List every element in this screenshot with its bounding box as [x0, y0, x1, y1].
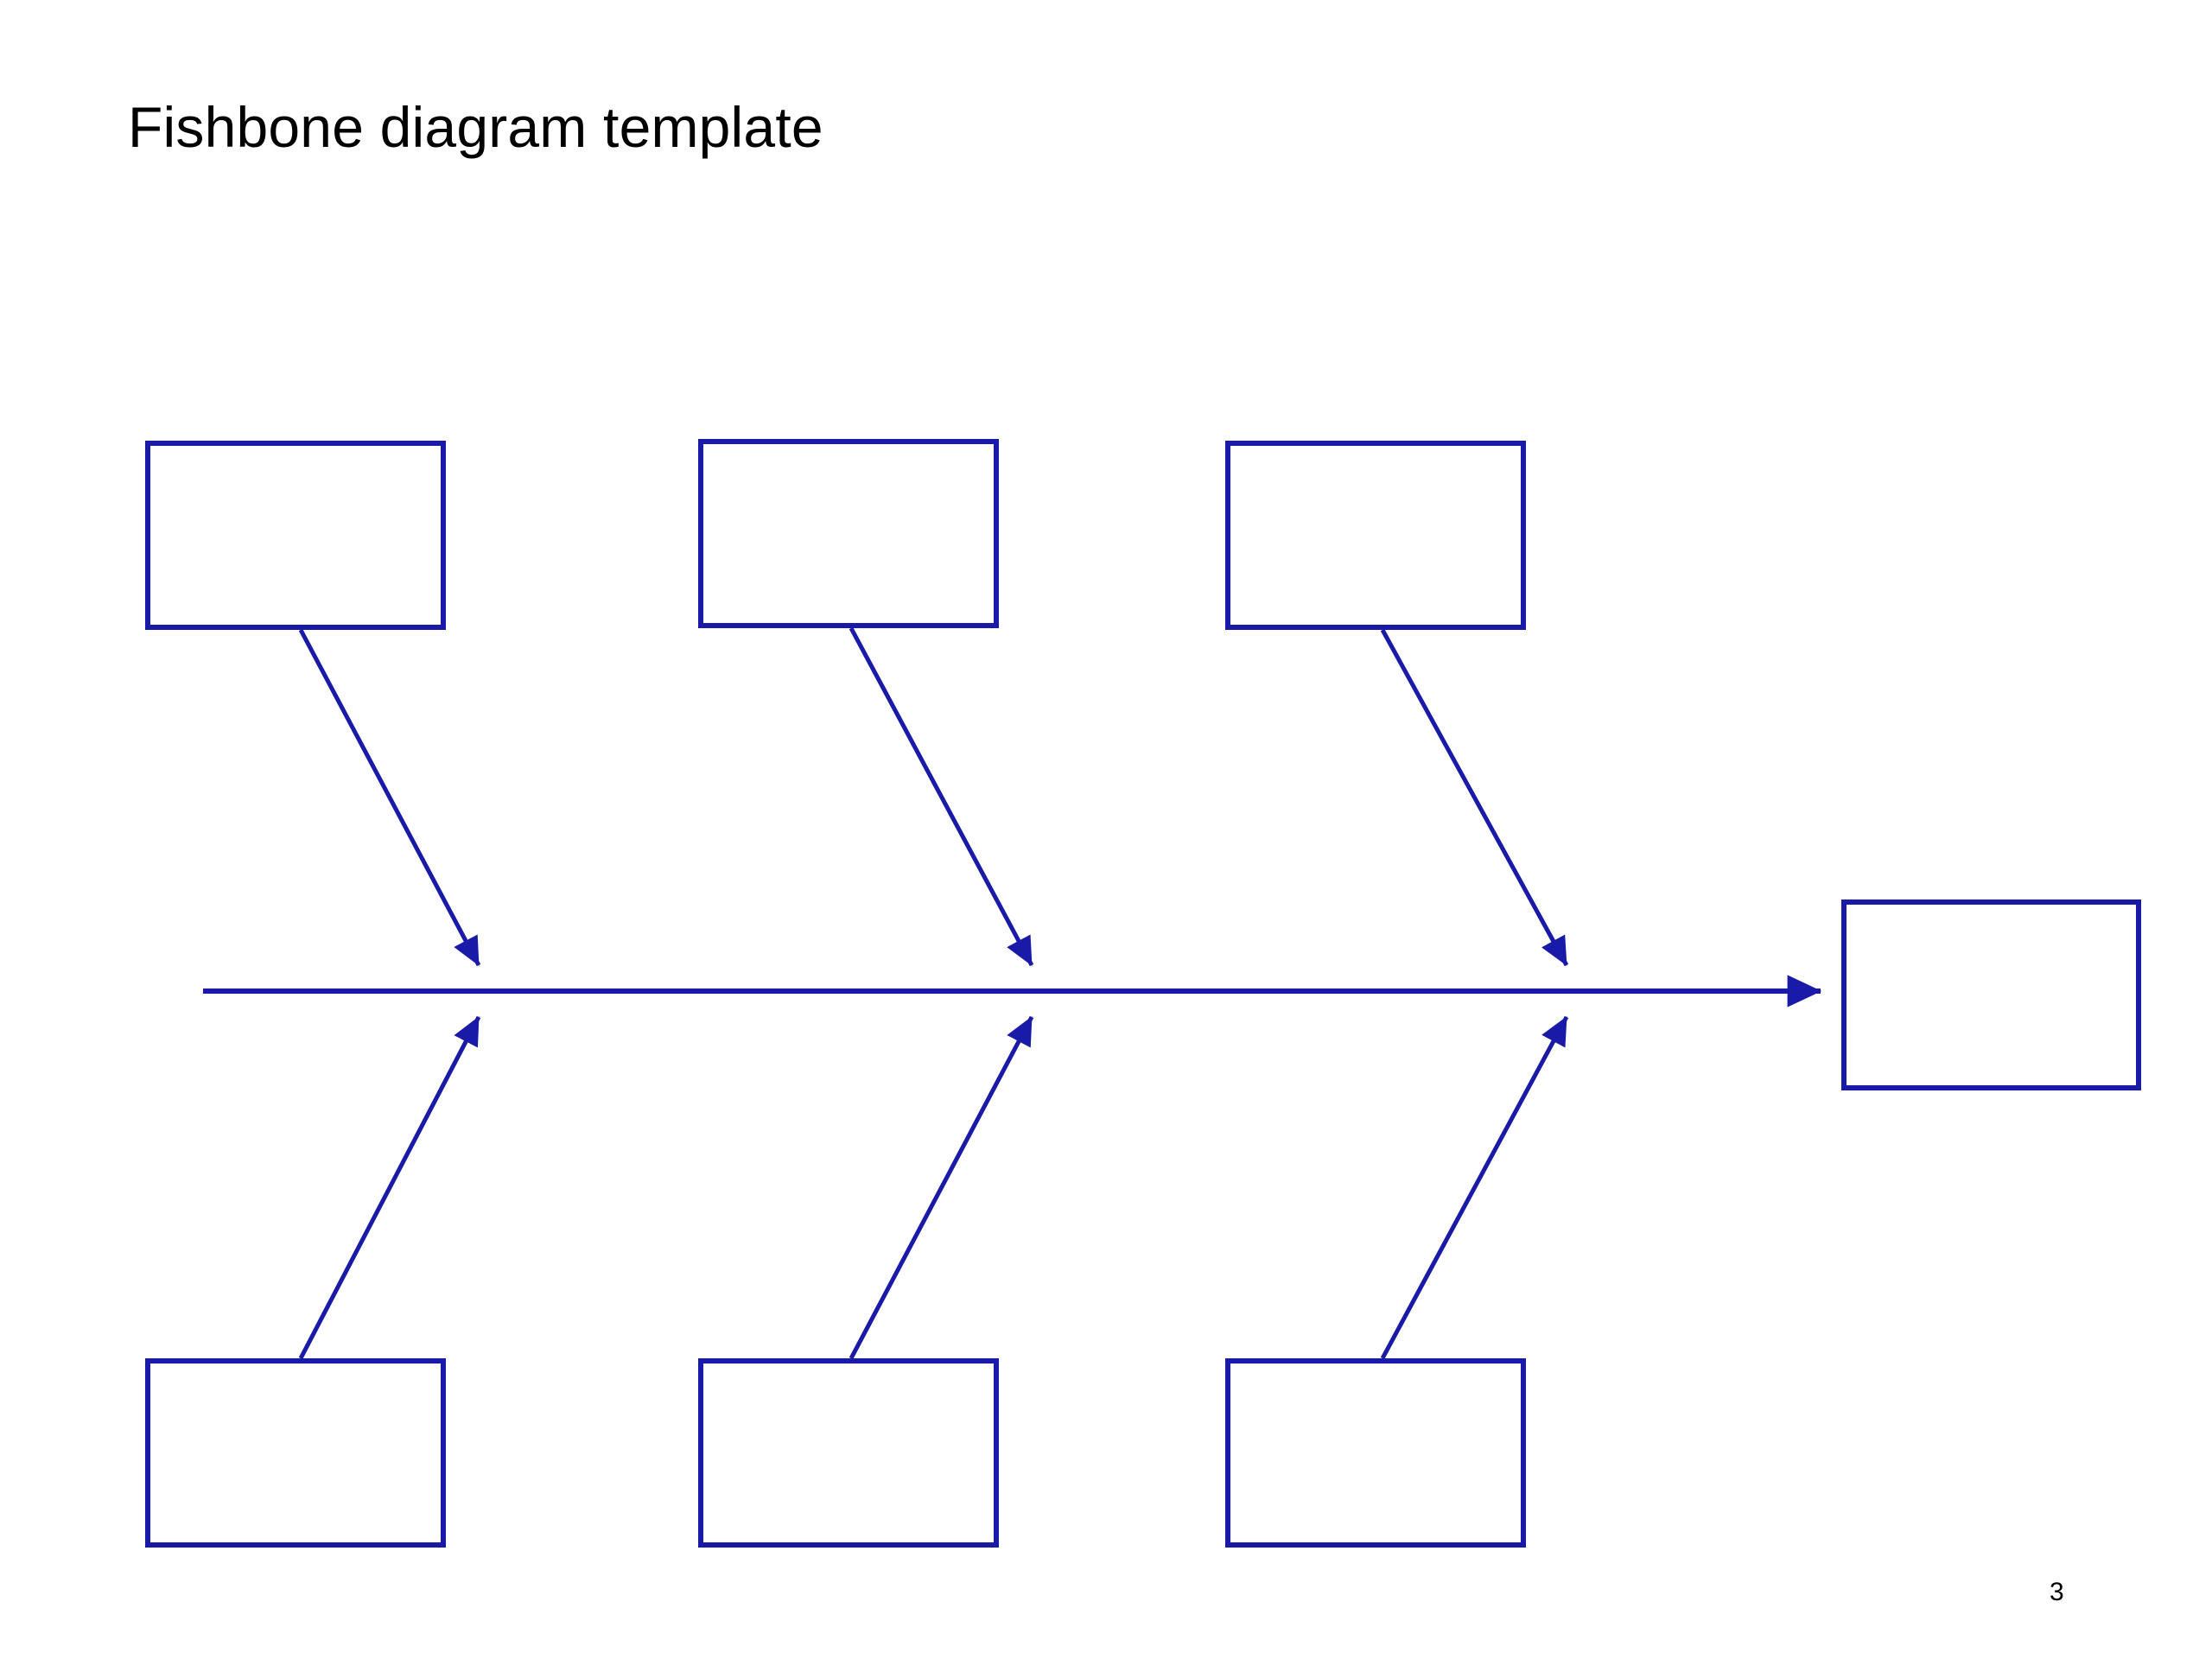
cause-box-outline	[1225, 1358, 1526, 1548]
cause-box-outline	[145, 441, 446, 630]
cause-box-top-3[interactable]	[1225, 441, 1526, 630]
cause-bone-top-2	[849, 626, 1034, 967]
cause-bone-bottom-1	[298, 1015, 481, 1360]
page-number: 3	[2050, 1578, 2064, 1606]
cause-box-outline	[1225, 441, 1526, 630]
effect-box[interactable]	[1841, 899, 2141, 1090]
page-title: Fishbone diagram template	[128, 95, 823, 159]
cause-box-top-2[interactable]	[698, 439, 999, 628]
cause-box-top-1[interactable]	[145, 441, 446, 630]
cause-bone-top-3	[1380, 628, 1569, 967]
cause-box-bottom-1[interactable]	[145, 1358, 446, 1548]
bones-layer	[298, 626, 1569, 1360]
cause-box-bottom-3[interactable]	[1225, 1358, 1526, 1548]
cause-bone-bottom-2	[849, 1015, 1034, 1360]
cause-box-outline	[698, 1358, 999, 1548]
cause-box-outline	[698, 439, 999, 628]
cause-box-outline	[145, 1358, 446, 1548]
cause-bone-top-1	[298, 628, 481, 967]
cause-bone-bottom-3	[1380, 1015, 1569, 1360]
effect-box-outline	[1841, 899, 2141, 1090]
effect-layer	[1841, 899, 2141, 1090]
cause-box-bottom-2[interactable]	[698, 1358, 999, 1548]
boxes-layer	[145, 439, 1526, 1548]
